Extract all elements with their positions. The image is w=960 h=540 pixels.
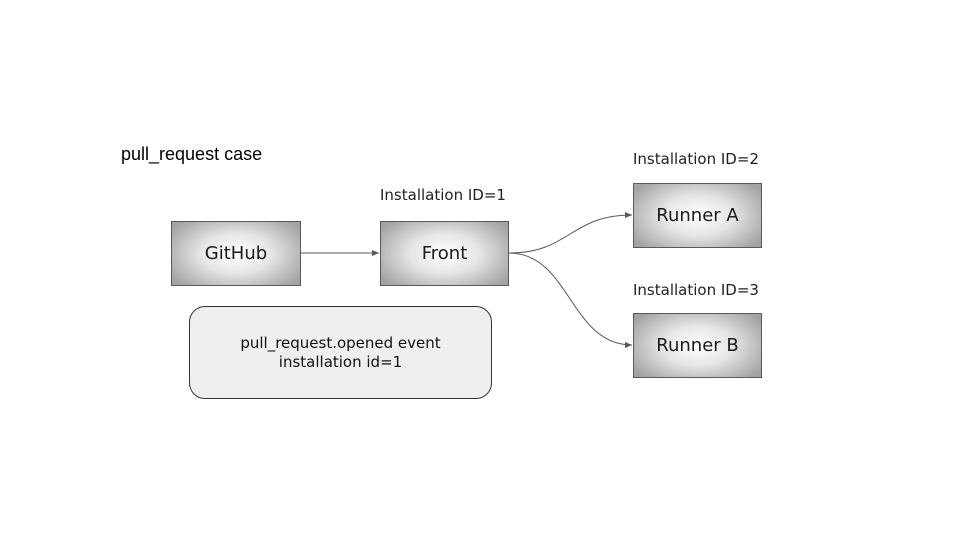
runner-b-installation-label: Installation ID=3	[633, 281, 759, 299]
node-runner-a: Runner A	[633, 183, 762, 248]
edge-front-to-runner-a	[508, 212, 633, 254]
runner-a-installation-label: Installation ID=2	[633, 150, 759, 168]
event-note-line-2: installation id=1	[278, 352, 403, 371]
node-runner-b: Runner B	[633, 313, 762, 378]
node-runner-a-label: Runner A	[656, 205, 739, 226]
front-installation-label: Installation ID=1	[380, 186, 506, 204]
node-github-label: GitHub	[204, 243, 268, 264]
edge-front-to-runner-b	[508, 252, 633, 348]
diagram-title: pull_request case	[121, 144, 263, 164]
event-note-line-1: pull_request.opened event	[240, 333, 441, 352]
node-runner-b-label: Runner B	[656, 335, 739, 356]
node-front-label: Front	[421, 243, 468, 264]
node-github: GitHub	[171, 221, 301, 286]
node-front: Front	[380, 221, 509, 286]
event-note: pull_request.opened event installation i…	[189, 306, 492, 399]
